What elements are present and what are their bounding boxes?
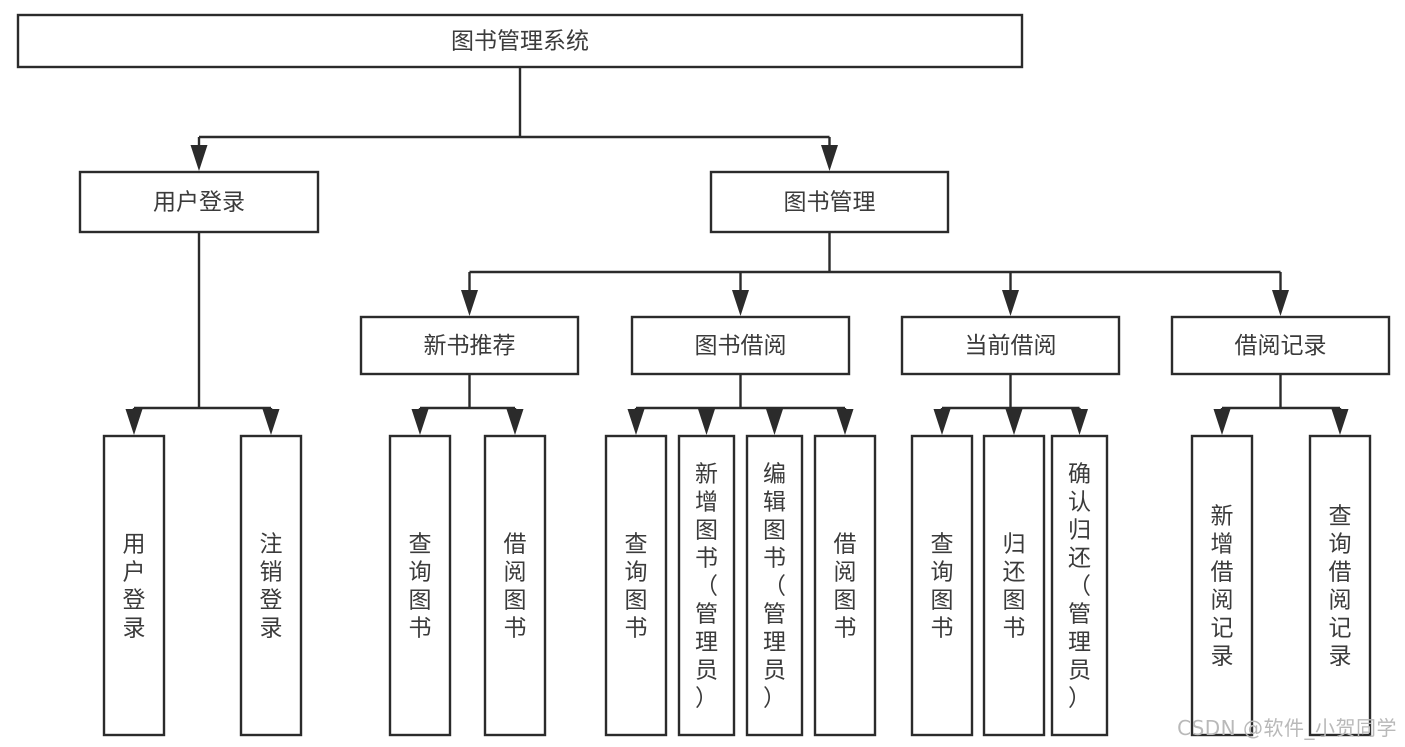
- node-user_login[interactable]: 用户登录: [78, 170, 320, 234]
- node-current[interactable]: 当前借阅: [900, 315, 1121, 376]
- node-box-new_rec: [359, 315, 580, 376]
- node-b_query[interactable]: 查询图书: [604, 434, 668, 737]
- node-b_add[interactable]: 新增图书（管理员）: [677, 434, 736, 737]
- node-n_borrow[interactable]: 借阅图书: [483, 434, 547, 737]
- node-box-l_login: [102, 434, 166, 737]
- node-label-l_login: 用户登录: [123, 531, 146, 641]
- node-borrow[interactable]: 图书借阅: [630, 315, 851, 376]
- node-box-r_add: [1190, 434, 1254, 737]
- arrowhead-icon-n_borrow: [506, 409, 524, 435]
- node-c_return[interactable]: 归还图书: [982, 434, 1046, 737]
- arrowhead-icon-l_logout: [262, 409, 280, 435]
- node-r_query[interactable]: 查询借阅记录: [1308, 434, 1372, 737]
- node-label-b_add: 新增图书（管理员）: [695, 461, 718, 711]
- node-label-current: 当前借阅: [965, 333, 1057, 359]
- arrowhead-icon-r_add: [1213, 409, 1231, 435]
- arrowhead-icon-b_edit: [766, 409, 783, 435]
- arrowhead-icon-b_borrow: [836, 409, 854, 435]
- node-c_query[interactable]: 查询图书: [910, 434, 974, 737]
- node-box-l_logout: [239, 434, 303, 737]
- node-label-n_borrow: 借阅图书: [504, 531, 527, 641]
- node-box-n_query: [388, 434, 452, 737]
- node-box-c_query: [910, 434, 974, 737]
- node-box-records: [1170, 315, 1391, 376]
- arrowhead-icon-current: [1002, 290, 1019, 316]
- node-label-borrow: 图书借阅: [695, 333, 787, 359]
- arrowhead-icon-borrow: [732, 290, 749, 316]
- arrowhead-icon-l_login: [125, 409, 143, 435]
- node-box-b_edit: [745, 434, 804, 737]
- node-box-r_query: [1308, 434, 1372, 737]
- node-label-r_add: 新增借阅记录: [1211, 503, 1234, 669]
- node-label-b_query: 查询图书: [625, 531, 648, 641]
- node-label-root: 图书管理系统: [451, 29, 589, 55]
- node-root[interactable]: 图书管理系统: [16, 13, 1024, 69]
- arrowhead-icon-c_query: [933, 409, 951, 435]
- arrowhead-icon-book_mgmt: [821, 145, 838, 171]
- arrowhead-icon-r_query: [1331, 409, 1349, 435]
- node-label-n_query: 查询图书: [409, 531, 432, 641]
- node-n_query[interactable]: 查询图书: [388, 434, 452, 737]
- arrowhead-icon-new_rec: [461, 290, 478, 316]
- arrowhead-icon-c_return: [1005, 409, 1023, 435]
- node-l_logout[interactable]: 注销登录: [239, 434, 303, 737]
- node-label-b_edit: 编辑图书（管理员）: [763, 461, 786, 711]
- arrowhead-icon-user_login: [190, 145, 208, 171]
- node-box-borrow: [630, 315, 851, 376]
- node-label-l_logout: 注销登录: [260, 531, 283, 641]
- node-label-records: 借阅记录: [1235, 333, 1327, 359]
- node-box-book_mgmt: [709, 170, 950, 234]
- node-b_borrow[interactable]: 借阅图书: [813, 434, 877, 737]
- node-label-new_rec: 新书推荐: [424, 333, 516, 359]
- node-box-b_query: [604, 434, 668, 737]
- node-label-c_confirm: 确认归还（管理员）: [1068, 461, 1091, 711]
- node-r_add[interactable]: 新增借阅记录: [1190, 434, 1254, 737]
- node-label-c_return: 归还图书: [1003, 531, 1026, 641]
- node-new_rec[interactable]: 新书推荐: [359, 315, 580, 376]
- arrowhead-icon-n_query: [411, 409, 429, 435]
- node-box-b_borrow: [813, 434, 877, 737]
- node-label-b_borrow: 借阅图书: [834, 531, 857, 641]
- node-l_login[interactable]: 用户登录: [102, 434, 166, 737]
- node-label-book_mgmt: 图书管理: [784, 190, 876, 216]
- node-records[interactable]: 借阅记录: [1170, 315, 1391, 376]
- node-book_mgmt[interactable]: 图书管理: [709, 170, 950, 234]
- arrowhead-icon-c_confirm: [1071, 409, 1088, 435]
- node-box-c_return: [982, 434, 1046, 737]
- node-box-n_borrow: [483, 434, 547, 737]
- node-box-b_add: [677, 434, 736, 737]
- arrowhead-icon-b_add: [698, 409, 715, 435]
- arrowhead-icon-records: [1272, 290, 1289, 316]
- watermark-label: CSDN @软件_小贺同学: [1177, 716, 1397, 740]
- node-label-c_query: 查询图书: [931, 531, 954, 641]
- node-box-current: [900, 315, 1121, 376]
- arrowhead-icon-b_query: [627, 409, 645, 435]
- node-layer: 图书管理系统用户登录图书管理新书推荐图书借阅当前借阅借阅记录用户登录注销登录查询…: [16, 13, 1391, 737]
- node-c_confirm[interactable]: 确认归还（管理员）: [1050, 434, 1109, 737]
- node-box-c_confirm: [1050, 434, 1109, 737]
- node-b_edit[interactable]: 编辑图书（管理员）: [745, 434, 804, 737]
- node-label-user_login: 用户登录: [153, 190, 245, 216]
- connector-layer: [125, 67, 1349, 435]
- node-label-r_query: 查询借阅记录: [1329, 503, 1352, 669]
- node-box-root: [16, 13, 1024, 69]
- node-box-user_login: [78, 170, 320, 234]
